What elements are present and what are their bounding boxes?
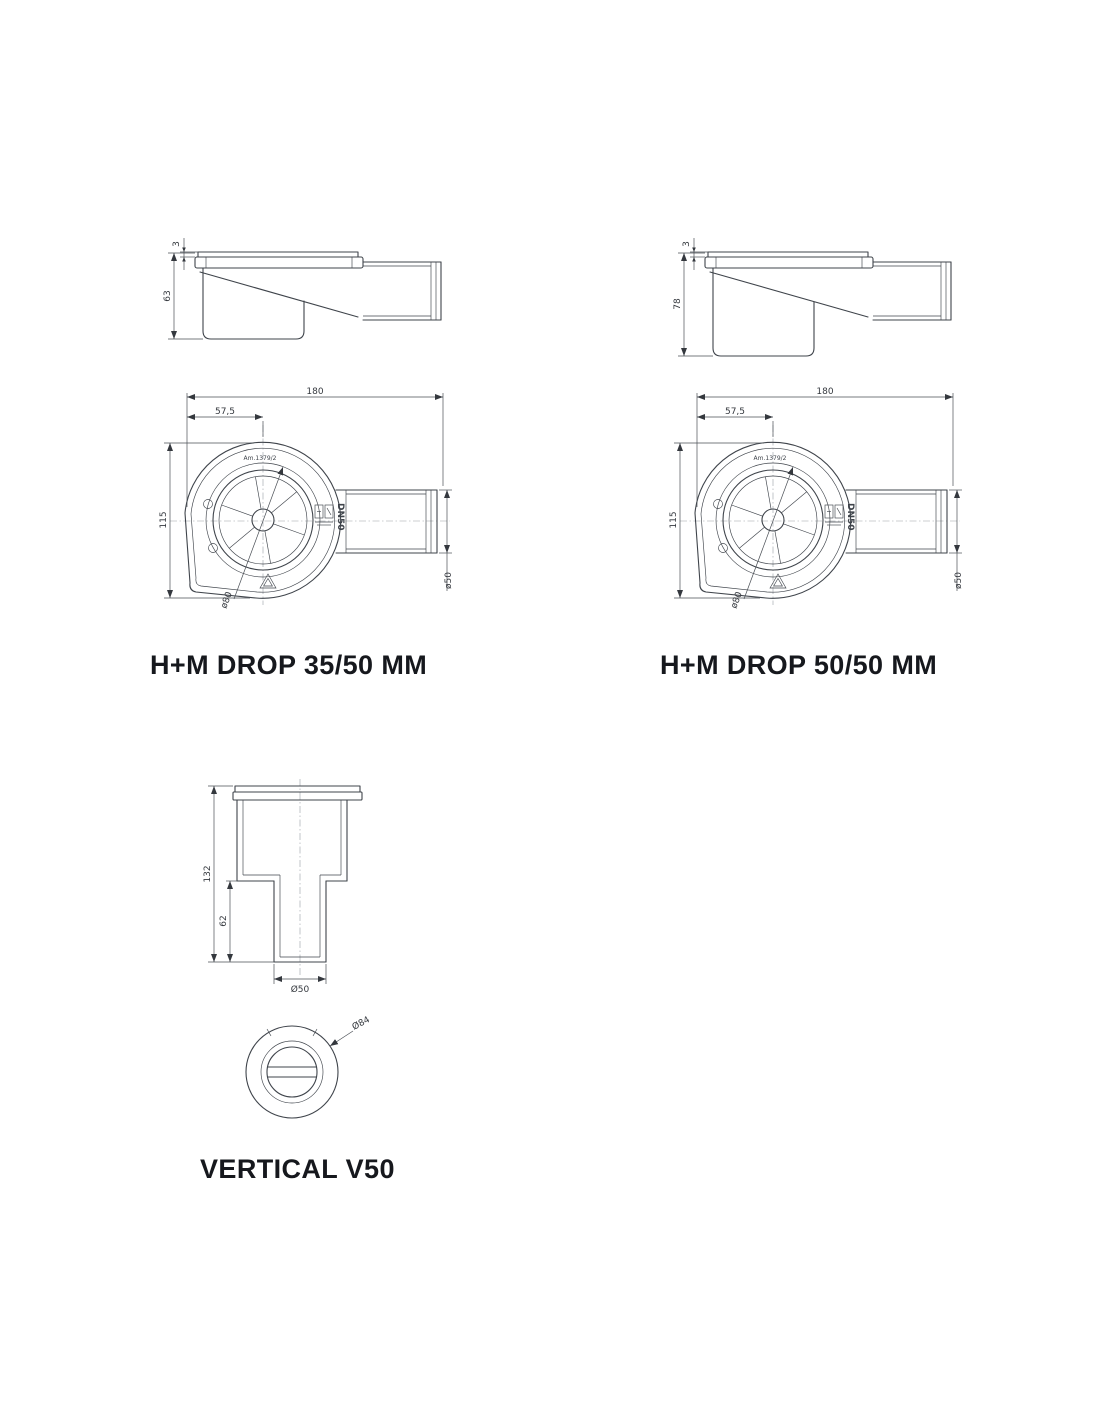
flange-outline: [232, 785, 363, 801]
dimension-outlet-length: 62: [219, 880, 237, 962]
dim-total-height: 78: [673, 298, 683, 310]
side-view-vertical-v50: 132 62 Ø50: [203, 779, 363, 995]
approval-marking: Am.1379/2: [754, 455, 787, 462]
dim-body-width: 115: [159, 511, 169, 528]
product-label-drop-3550: H+M DROP 35/50 MM: [150, 650, 428, 680]
centerlines: [170, 425, 450, 605]
outlet-pipe: [273, 875, 327, 963]
outlet-pipe: [335, 489, 438, 554]
dimension-flange-height: 3: [172, 238, 198, 270]
dimension-outlet-diameter: ø50: [949, 489, 964, 591]
body-outline: [184, 441, 342, 599]
brand-logo-mark: [314, 504, 334, 526]
centerlines: [680, 425, 960, 605]
drain-body-outline: [194, 251, 364, 340]
product-label-drop-5050: H+M DROP 50/50 MM: [660, 650, 938, 680]
dimension-total-height: 78: [673, 252, 713, 357]
top-view-drop-5050: Am.1379/2 DN50 180: [669, 387, 964, 610]
dim-grate-diameter: ø80: [219, 590, 235, 610]
body-outline: [694, 441, 852, 599]
top-view-vertical-v50: Ø84: [245, 1015, 372, 1119]
screw-hole: [713, 499, 723, 509]
dim-flange-diameter: Ø84: [350, 1015, 372, 1033]
dim-total-height: 63: [163, 290, 173, 301]
flange-outline: [245, 1025, 339, 1119]
body-outline: [236, 799, 348, 882]
outlet-pipe: [362, 261, 442, 321]
dimension-total-height: 63: [163, 252, 203, 340]
dimension-flange-diameter: Ø84: [329, 1015, 372, 1047]
dimension-flange-height: 3: [682, 238, 708, 270]
material-symbol: [259, 573, 277, 589]
dim-flange-height: 3: [682, 241, 692, 247]
product-label-vertical-v50: VERTICAL V50: [200, 1154, 395, 1184]
outlet-marking: DN50: [335, 503, 345, 531]
outlet-pipe: [872, 261, 952, 321]
dim-flange-height: 3: [172, 241, 182, 247]
dim-outlet-diameter: Ø50: [291, 984, 310, 995]
dim-outlet-diameter: ø50: [954, 572, 964, 589]
brand-logo-mark: [824, 504, 844, 526]
drain-body-outline: [704, 251, 874, 357]
side-view-drop-3550: 63 3: [163, 238, 442, 340]
dimension-body-width: 115: [159, 442, 254, 599]
outlet-pipe: [845, 489, 948, 554]
dim-outlet-center-offset: 57,5: [215, 407, 235, 417]
dim-outlet-length: 62: [219, 915, 229, 926]
grate-slot: [266, 1066, 318, 1078]
dim-overall-width: 180: [816, 387, 833, 397]
dim-total-height: 132: [203, 865, 213, 882]
grate: [212, 469, 314, 571]
dimension-body-width: 115: [669, 442, 764, 599]
dimension-outlet-diameter: ø50: [439, 489, 454, 591]
dimension-outlet-center-offset: 57,5: [697, 407, 774, 437]
top-view-drop-3550: Am.1379/2 DN50 180: [159, 387, 454, 610]
dimension-grate-diameter: ø80: [729, 466, 794, 610]
screw-hole: [718, 543, 728, 553]
dimension-outlet-diameter: Ø50: [273, 964, 327, 995]
screw-hole: [203, 499, 213, 509]
side-view-drop-5050: 78 3: [673, 238, 952, 357]
grate: [722, 469, 824, 571]
dim-outlet-diameter: ø50: [444, 572, 454, 589]
dimension-grate-diameter: ø80: [219, 466, 284, 610]
dim-body-width: 115: [669, 511, 679, 528]
dim-outlet-center-offset: 57,5: [725, 407, 745, 417]
dimension-overall-width: 180: [696, 387, 954, 507]
approval-marking: Am.1379/2: [244, 455, 277, 462]
outlet-marking: DN50: [845, 503, 855, 531]
dim-overall-width: 180: [306, 387, 323, 397]
dim-grate-diameter: ø80: [729, 590, 745, 610]
dimension-outlet-center-offset: 57,5: [187, 407, 264, 437]
screw-hole: [208, 543, 218, 553]
dimension-total-height: 132: [203, 785, 274, 963]
dimension-overall-width: 180: [186, 387, 444, 507]
material-symbol: [769, 573, 787, 589]
